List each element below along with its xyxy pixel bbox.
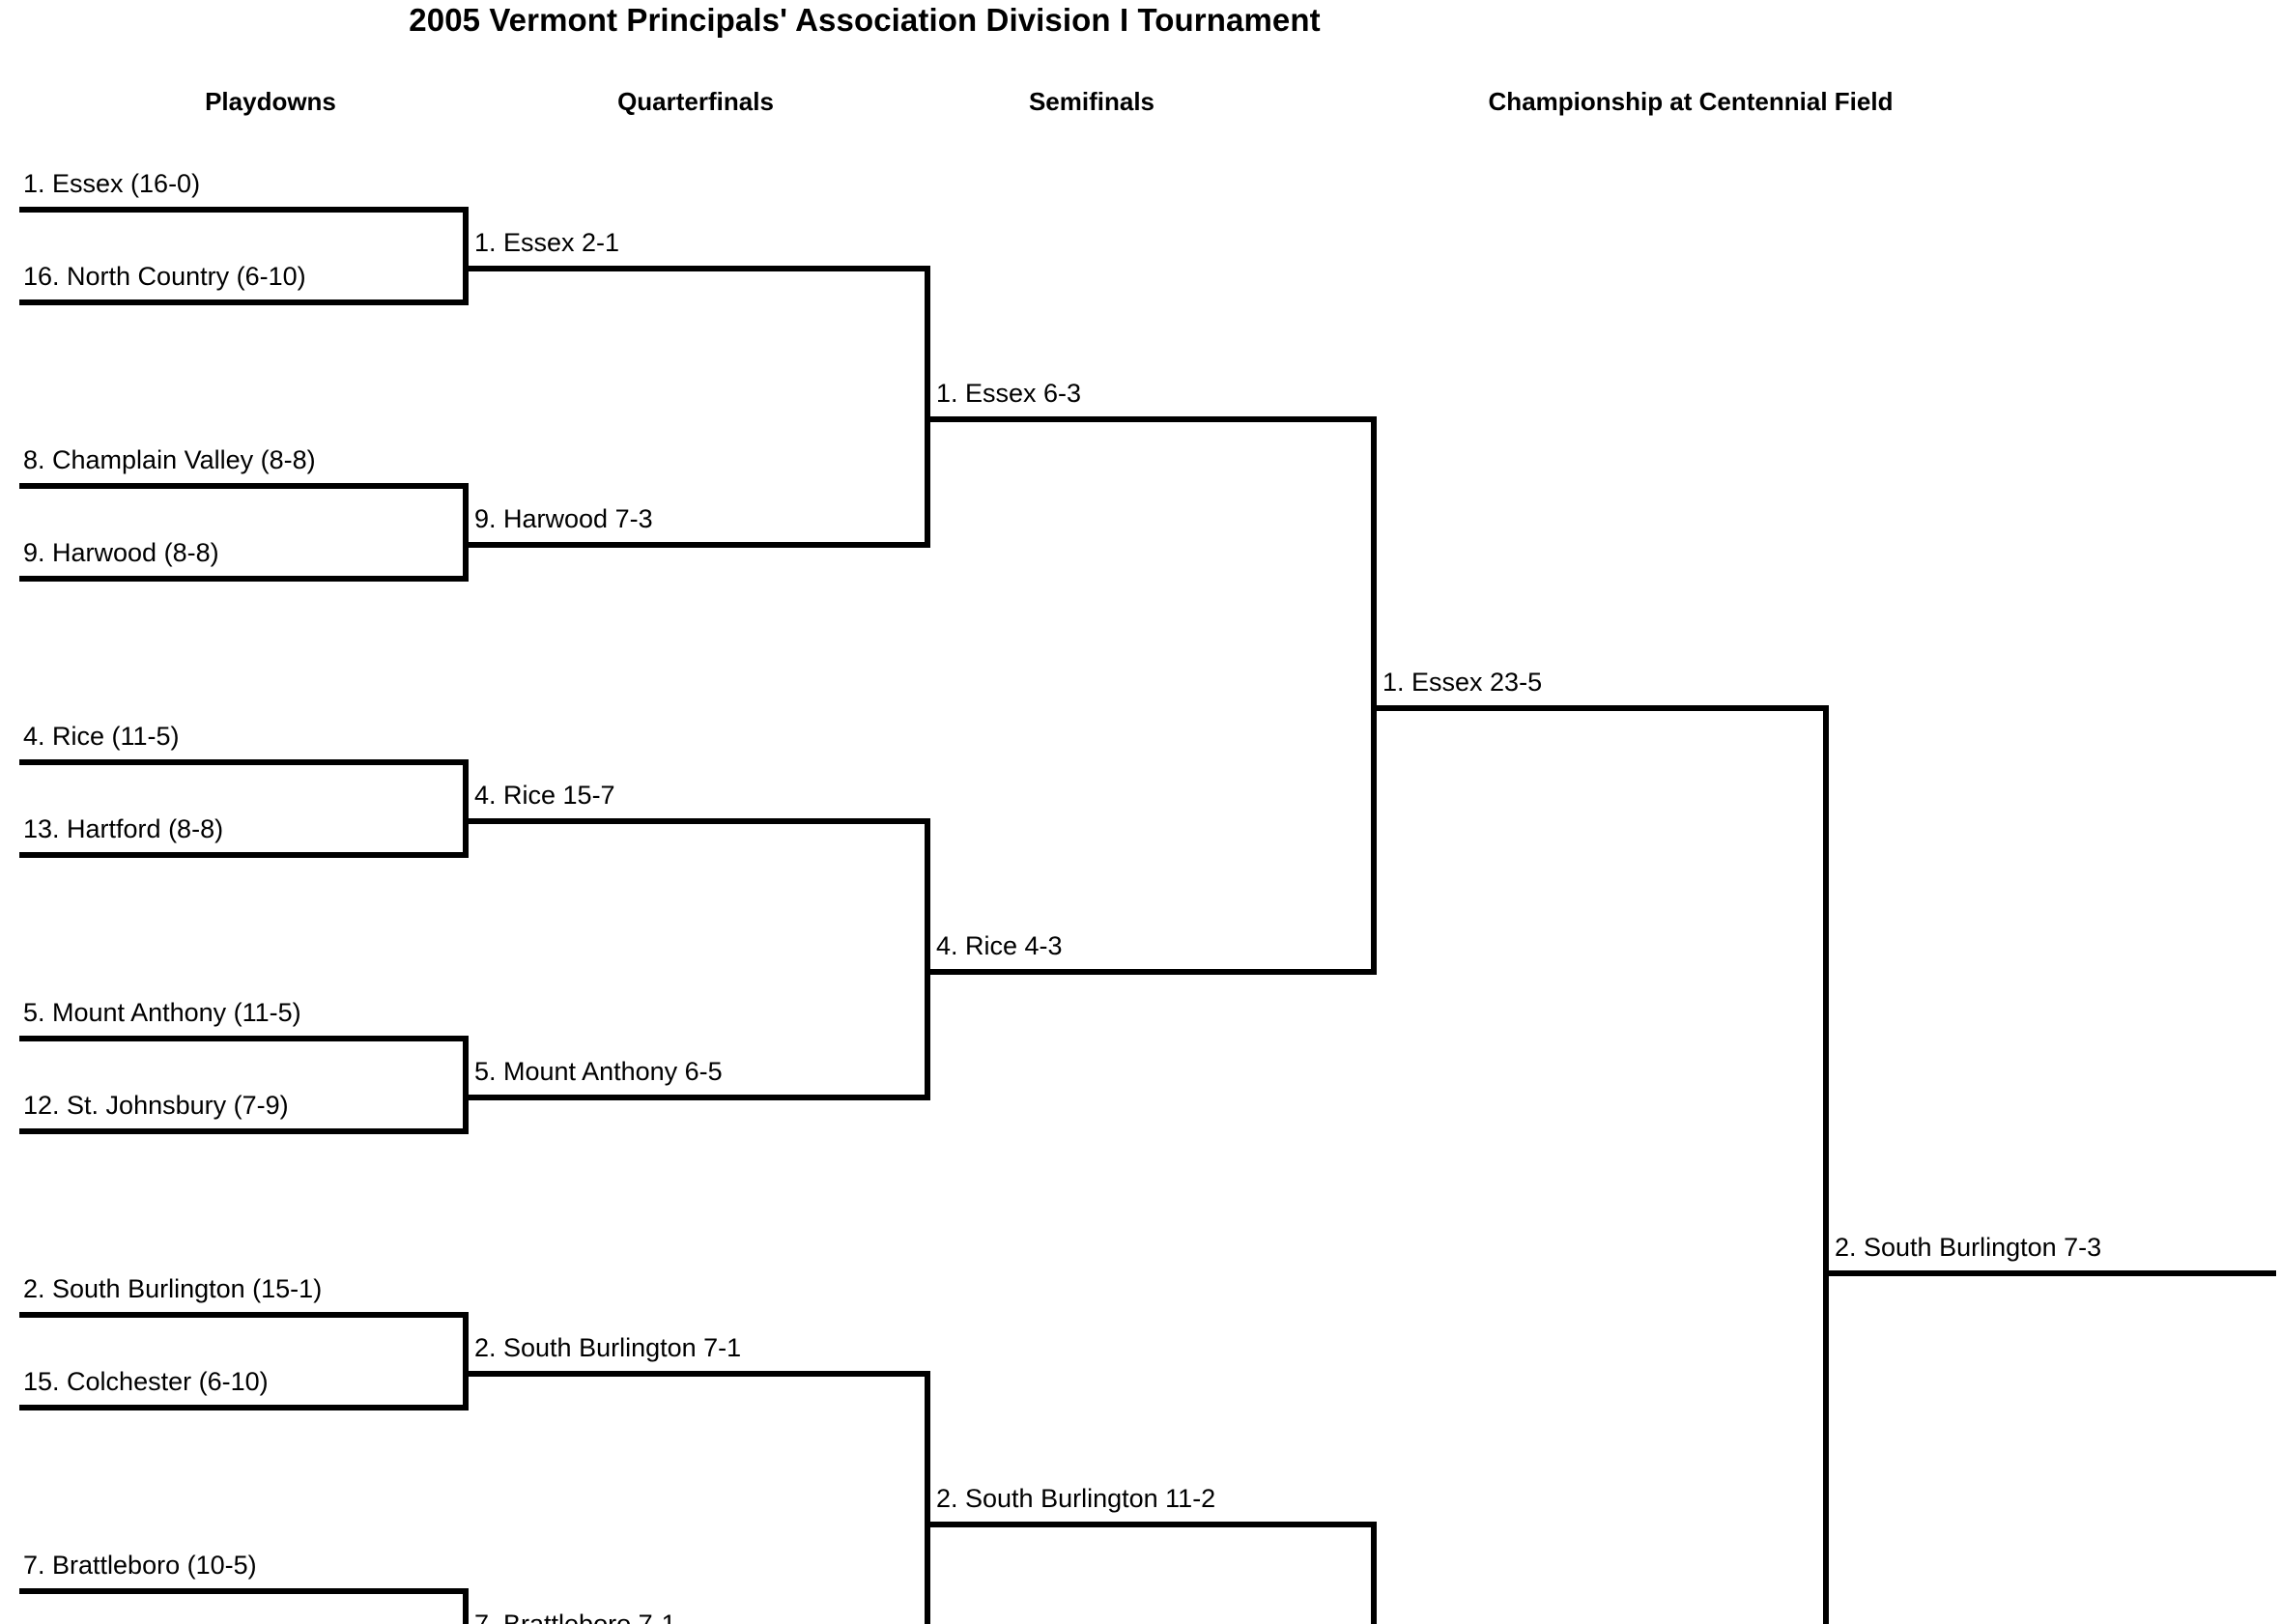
playdown-connector	[463, 759, 469, 858]
quarterfinal-connector	[925, 1371, 930, 1624]
playdown-team-label: 9. Harwood (8-8)	[23, 538, 219, 567]
quarterfinal-winner-label: 9. Harwood 7-3	[474, 504, 653, 533]
playdown-team-label: 16. North Country (6-10)	[23, 262, 306, 291]
quarterfinal-winner-label: 4. Rice 15-7	[474, 781, 615, 810]
semifinal-underline	[925, 416, 1377, 422]
quarterfinal-winner-label: 7. Brattleboro 7-1	[474, 1610, 676, 1624]
playdown-connector	[463, 483, 469, 582]
playdown-underline	[19, 1312, 469, 1318]
round-header-championship: Championship at Centennial Field	[1488, 87, 1894, 116]
playdown-team-label: 15. Colchester (6-10)	[23, 1367, 269, 1396]
champion-label: 2. South Burlington 7-3	[1835, 1233, 2102, 1262]
semifinal-winner-label: 4. Rice 4-3	[936, 931, 1063, 960]
page-title: 2005 Vermont Principals' Association Div…	[409, 2, 1321, 38]
semifinal-winner-label: 2. South Burlington 11-2	[936, 1484, 1216, 1513]
playdown-team-label: 2. South Burlington (15-1)	[23, 1274, 323, 1303]
semifinal-winner-label: 1. Essex 6-3	[936, 379, 1082, 408]
playdown-underline	[19, 1588, 469, 1594]
playdown-underline	[19, 207, 469, 213]
playdown-connector	[463, 1312, 469, 1410]
semifinal-connector	[1371, 1522, 1377, 1624]
semifinal-underline	[925, 1522, 1377, 1527]
playdown-underline	[19, 483, 469, 489]
playdown-team-label: 5. Mount Anthony (11-5)	[23, 998, 301, 1027]
quarterfinal-underline	[463, 1095, 930, 1100]
playdown-underline	[19, 1405, 469, 1410]
quarterfinal-winner-label: 5. Mount Anthony 6-5	[474, 1057, 723, 1086]
playdown-team-label: 8. Champlain Valley (8-8)	[23, 445, 316, 474]
playdown-underline	[19, 299, 469, 305]
playdown-team-label: 13. Hartford (8-8)	[23, 814, 224, 843]
playdown-connector	[463, 1588, 469, 1624]
champion-underline	[1823, 1270, 2276, 1276]
semifinal-underline	[925, 969, 1377, 975]
round-header-semifinals: Semifinals	[1028, 87, 1155, 116]
round-header-playdowns: Playdowns	[205, 87, 336, 116]
playdown-team-label: 12. St. Johnsbury (7-9)	[23, 1091, 289, 1120]
playdown-team-label: 4. Rice (11-5)	[23, 722, 180, 751]
semifinal-connector	[1371, 416, 1377, 975]
playdown-underline	[19, 1128, 469, 1134]
championship-underline	[1371, 705, 1829, 711]
quarterfinal-underline	[463, 266, 930, 271]
quarterfinal-connector	[925, 818, 930, 1100]
quarterfinal-connector	[925, 266, 930, 548]
playdown-team-label: 7. Brattleboro (10-5)	[23, 1551, 257, 1580]
playdown-connector	[463, 1036, 469, 1134]
playdown-underline	[19, 759, 469, 765]
championship-connector	[1823, 705, 1829, 1624]
playdown-underline	[19, 852, 469, 858]
playdown-connector	[463, 207, 469, 305]
playdown-underline	[19, 576, 469, 582]
round-header-quarterfinals: Quarterfinals	[617, 87, 774, 116]
quarterfinal-underline	[463, 542, 930, 548]
quarterfinal-underline	[463, 1371, 930, 1377]
quarterfinal-winner-label: 1. Essex 2-1	[474, 228, 620, 257]
playdown-underline	[19, 1036, 469, 1041]
championship-finalist-label: 1. Essex 23-5	[1382, 668, 1543, 697]
quarterfinal-underline	[463, 818, 930, 824]
quarterfinal-winner-label: 2. South Burlington 7-1	[474, 1333, 742, 1362]
playdown-team-label: 1. Essex (16-0)	[23, 169, 201, 198]
